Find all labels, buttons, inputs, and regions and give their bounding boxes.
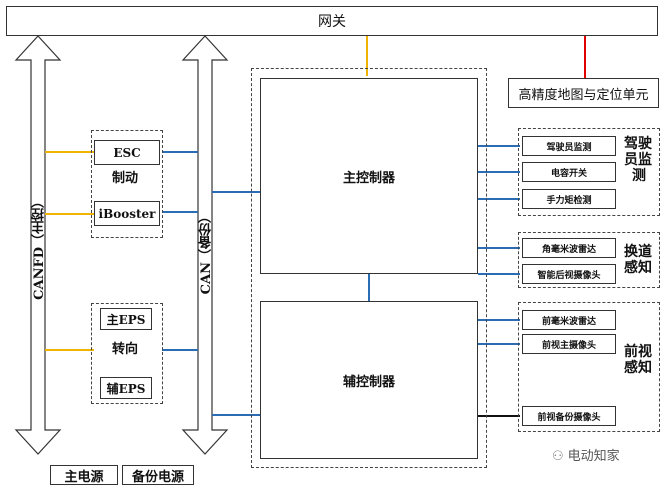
main-eps-label: 主EPS [106,312,146,327]
driver-monitor-box: 驾驶员监测 [522,136,616,156]
front-radar-label: 前毫米波雷达 [541,316,596,327]
canfd-label: CANFD（主控） [32,195,47,300]
driver-monitor-group [518,128,660,216]
esc-box: ESC [94,140,160,165]
watermark: ⚇ 电动知家 [552,449,620,465]
wechat-icon: ⚇ [552,449,564,464]
main-power-box: 主电源 [50,465,118,485]
brake-group-label: 制动 [112,171,139,186]
controllers-group [251,68,487,468]
driver-monitor-title-line-3: 测 [632,168,646,185]
lane-change-title-line-2: 感知 [624,260,652,277]
aux-controller-box: 辅控制器 [260,301,478,459]
driver-monitor-title-line-1: 驾驶 [624,136,652,152]
front-radar-box: 前毫米波雷达 [522,310,616,330]
main-controller-box: 主控制器 [260,78,478,274]
backup-power-box: 备份电源 [122,465,194,485]
rear-camera-label: 智能后视摄像头 [537,270,601,281]
brake-group [91,130,163,238]
front-backup-camera-box: 前视备份摄像头 [522,406,616,426]
torque-sensor-box: 手力矩检测 [522,189,616,209]
corner-radar-label: 角毫米波雷达 [541,244,596,255]
main-power-label: 主电源 [64,469,104,485]
front-perception-title-line-1: 前视 [624,344,652,360]
front-perception-title: 前视 感知 [624,344,652,376]
can-label: CAN（备份） [199,210,214,295]
driver-monitor-label: 驾驶员监测 [546,142,592,153]
esc-label: ESC [113,145,141,160]
map-unit-label: 高精度地图与定位单元 [518,87,649,103]
map-unit-box: 高精度地图与定位单元 [508,78,659,108]
steering-group [91,303,163,404]
aux-eps-box: 辅EPS [100,377,152,399]
gateway-label: 网关 [318,14,346,30]
torque-sensor-label: 手力矩检测 [546,195,592,206]
aux-controller-label: 辅控制器 [342,374,395,390]
capacitive-switch-label: 电容开关 [550,168,587,179]
driver-monitor-title: 驾驶 员监 测 [624,136,652,184]
lane-change-title-line-1: 换道 [624,244,652,260]
ibooster-label: iBooster [98,206,156,221]
rear-camera-box: 智能后视摄像头 [522,264,616,284]
capacitive-switch-box: 电容开关 [522,162,616,182]
canfd-bus-arrow [14,35,62,455]
lane-change-title: 换道 感知 [624,244,652,276]
gateway-box: 网关 [6,6,658,36]
front-backup-camera-label: 前视备份摄像头 [537,412,601,423]
front-main-camera-box: 前视主摄像头 [522,334,616,354]
front-perception-group [518,302,660,432]
aux-eps-label: 辅EPS [106,381,146,396]
front-perception-title-line-2: 感知 [624,360,652,377]
watermark-text: 电动知家 [567,449,620,464]
driver-monitor-title-line-2: 员监 [624,152,652,169]
ibooster-box: iBooster [94,201,160,226]
lane-change-group [518,232,660,288]
front-main-camera-label: 前视主摄像头 [541,340,596,351]
corner-radar-box: 角毫米波雷达 [522,238,616,258]
can-bus-arrow [181,35,229,455]
backup-power-label: 备份电源 [131,469,184,485]
steering-group-label: 转向 [112,342,139,357]
main-eps-box: 主EPS [100,308,152,330]
main-controller-label: 主控制器 [342,170,395,186]
